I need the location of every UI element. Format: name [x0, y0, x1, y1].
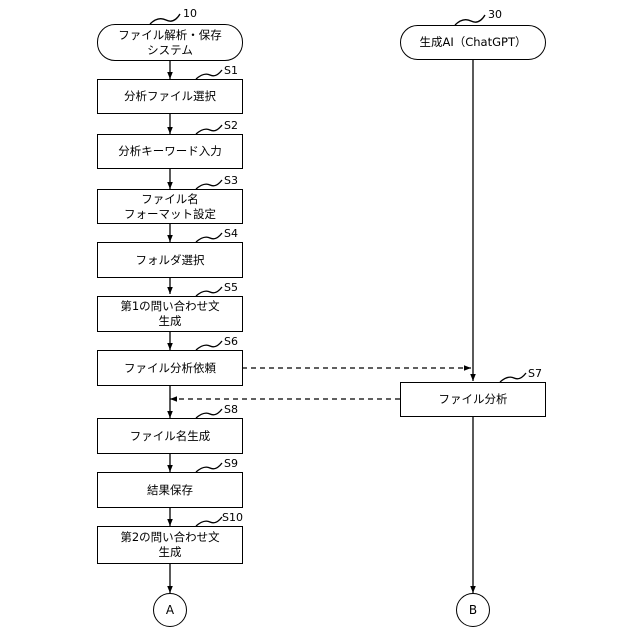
step-s4-box: フォルダ選択 — [97, 242, 243, 278]
ai-ref-number: 30 — [488, 9, 502, 21]
ai-terminal: 生成AI（ChatGPT） — [400, 25, 546, 60]
ref-leader — [196, 233, 222, 242]
ref-leader — [196, 180, 222, 189]
ref-leader — [196, 287, 222, 296]
connector-a: A — [153, 593, 187, 627]
system-ref-number: 10 — [183, 8, 197, 20]
step-s3-id: S3 — [224, 175, 238, 187]
step-s3-box: ファイル名 フォーマット設定 — [97, 189, 243, 224]
step-s6-box: ファイル分析依頼 — [97, 350, 243, 386]
step-s8-box: ファイル名生成 — [97, 418, 243, 454]
ref-leader — [150, 14, 180, 24]
connector-b: B — [456, 593, 490, 627]
ref-leader — [455, 15, 485, 25]
ref-leader — [196, 341, 222, 350]
step-s5-id: S5 — [224, 282, 238, 294]
ref-leader — [196, 70, 222, 79]
step-s9-box: 結果保存 — [97, 472, 243, 508]
step-s1-id: S1 — [224, 65, 238, 77]
step-s2-box: 分析キーワード入力 — [97, 134, 243, 169]
step-s4-id: S4 — [224, 228, 238, 240]
ref-leader — [196, 409, 222, 418]
ref-leader — [500, 373, 526, 382]
step-s10-id: S10 — [222, 512, 243, 524]
system-terminal: ファイル解析・保存 システム — [97, 24, 243, 61]
ref-leader — [196, 517, 222, 526]
step-s10-box: 第2の問い合わせ文 生成 — [97, 526, 243, 564]
step-s8-id: S8 — [224, 404, 238, 416]
step-s2-id: S2 — [224, 120, 238, 132]
ref-leader — [196, 125, 222, 134]
step-s5-box: 第1の問い合わせ文 生成 — [97, 296, 243, 332]
step-s6-id: S6 — [224, 336, 238, 348]
ref-leader — [196, 463, 222, 472]
step-s1-box: 分析ファイル選択 — [97, 79, 243, 114]
step-s7-box: ファイル分析 — [400, 382, 546, 417]
step-s7-id: S7 — [528, 368, 542, 380]
step-s9-id: S9 — [224, 458, 238, 470]
